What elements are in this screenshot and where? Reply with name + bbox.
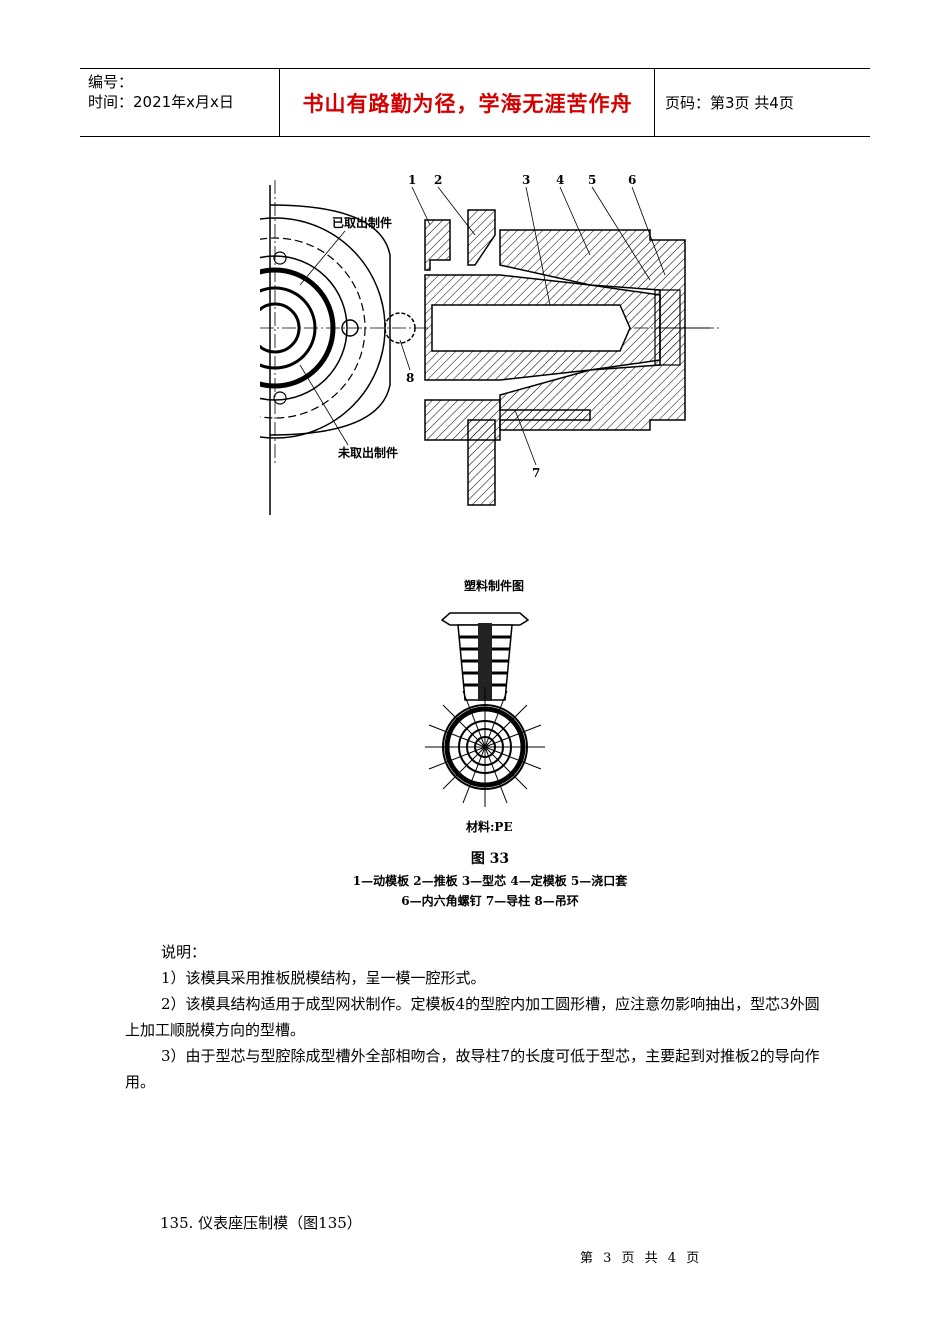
callout-4: 4 [556, 173, 564, 187]
part-title: 塑料制件图 [464, 578, 524, 593]
motto-text: 书山有路勤为径，学海无涯苦作舟 [302, 91, 633, 116]
description-item-1: 1）该模具采用推板脱模结构，呈一模一腔形式。 [161, 969, 486, 987]
mold-drawing: 1 2 3 4 5 6 7 8 已取出制件 未取出制件 [260, 173, 720, 515]
next-section-heading: 135. 仪表座压制模（图135） [160, 1214, 362, 1232]
callout-5: 5 [588, 173, 596, 187]
callout-7: 7 [532, 466, 540, 480]
not-taken-label: 未取出制件 [337, 445, 398, 460]
description: 说明： 1）该模具采用推板脱模结构，呈一模一腔形式。 2）该模具结构适用于成型网… [125, 939, 825, 1095]
plastic-part-drawing: 塑料制件图 材料:PE [425, 578, 545, 834]
part-top-view [425, 687, 545, 807]
figure-number: 图 33 [470, 851, 510, 867]
material-label: 材料:PE [465, 819, 513, 834]
page-header: 编号： 时间：2021年x月x日 书山有路勤为径，学海无涯苦作舟 页码：第3页 … [80, 68, 870, 137]
callout-6: 6 [628, 173, 636, 187]
taken-label: 已取出制件 [332, 215, 392, 230]
description-item-3: 3）由于型芯与型腔除成型槽外全部相吻合，故导柱7的长度可低于型芯，主要起到对推板… [125, 1047, 820, 1091]
time-label: 时间：2021年x月x日 [88, 93, 234, 111]
description-heading: 说明： [161, 943, 207, 961]
callout-8: 8 [406, 371, 414, 385]
number-label: 编号： [88, 73, 134, 91]
mold-section-view [424, 209, 710, 506]
header-motto-cell: 书山有路勤为径，学海无涯苦作舟 [281, 69, 655, 136]
page-footer: 第 3 页 共 4 页 [580, 1251, 700, 1266]
callout-2: 2 [434, 173, 442, 187]
header-page-cell: 页码：第3页 共4页 [655, 69, 870, 136]
description-item-2: 2）该模具结构适用于成型网状制作。定模板4的型腔内加工圆形槽，应注意勿影响抽出，… [125, 995, 820, 1039]
header-info-cell: 编号： 时间：2021年x月x日 [80, 69, 280, 136]
figure-legend-line2: 6—内六角螺钉 7—导柱 8—吊环 [401, 894, 579, 908]
callout-3: 3 [522, 173, 530, 187]
page-label: 页码：第3页 共4页 [665, 94, 794, 112]
part-side-view [440, 612, 530, 701]
callout-numbers: 1 2 3 4 5 6 7 8 已取出制件 未取出制件 [299, 173, 666, 480]
callout-1: 1 [408, 173, 416, 187]
figure-legend-line1: 1—动模板 2—推板 3—型芯 4—定模板 5—浇口套 [352, 874, 628, 888]
